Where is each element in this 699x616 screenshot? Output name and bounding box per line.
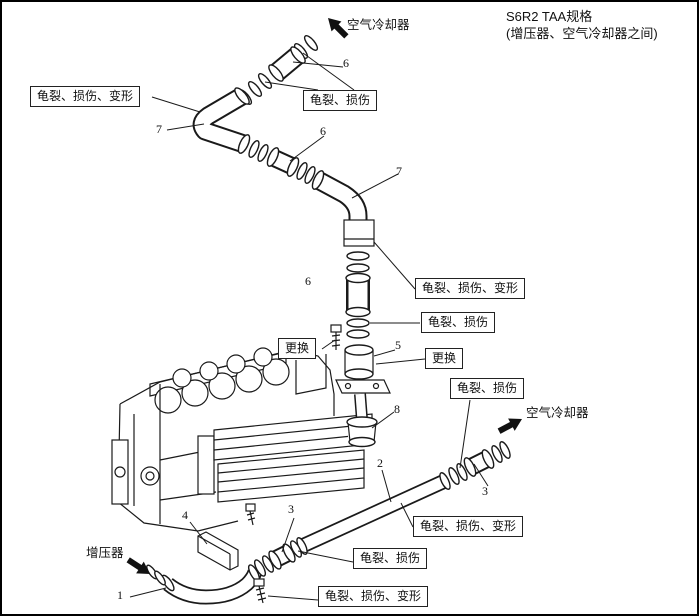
label-turbocharger: 增压器 (86, 546, 124, 560)
part-number-6a: 6 (343, 56, 349, 70)
piping (163, 46, 494, 605)
page-title-line2: (增压器、空气冷却器之间) (506, 26, 658, 41)
callout-crack-damage-3: 龟裂、损伤 (450, 378, 525, 399)
callout-crack-damage-2: 龟裂、损伤 (421, 312, 496, 333)
callout-crack-damage-1: 龟裂、损伤 (303, 90, 378, 111)
callout-crack-damage-deform-2: 龟裂、损伤、变形 (415, 278, 526, 299)
part-number-5: 5 (395, 338, 401, 352)
leader-lines (129, 52, 489, 601)
part-number-3b: 3 (288, 502, 294, 516)
label-air-cooler-top: 空气冷却器 (347, 18, 410, 32)
bolt-icon-intercooler (245, 503, 256, 526)
part-number-1: 1 (117, 588, 123, 602)
engine-block (111, 347, 335, 532)
arrow-down-right-icon (126, 557, 150, 574)
part-number-4: 4 (182, 508, 188, 522)
callout-crack-damage-deform-1: 龟裂、损伤、变形 (30, 86, 141, 107)
page-title: S6R2 TAA规格 (增压器、空气冷却器之间) (506, 8, 658, 42)
arrow-up-right-icon (497, 418, 522, 434)
part-number-7a: 7 (156, 122, 162, 136)
intercooler-core (197, 413, 373, 503)
callout-replace-1: 更换 (278, 338, 317, 359)
page-title-line1: S6R2 TAA规格 (506, 9, 593, 24)
bolt-icon-replace-top (330, 324, 342, 350)
callout-crack-damage-deform-3: 龟裂、损伤、变形 (413, 516, 524, 537)
arrow-up-left-icon (328, 18, 349, 39)
hose-clamps (146, 35, 511, 592)
part-number-3a: 3 (482, 484, 488, 498)
part-number-7b: 7 (396, 164, 402, 178)
part-number-8: 8 (394, 402, 400, 416)
callout-crack-damage-4: 龟裂、损伤 (353, 548, 428, 569)
flow-arrows (126, 18, 522, 574)
callout-replace-2: 更换 (425, 348, 464, 369)
label-air-cooler-right: 空气冷却器 (526, 406, 589, 420)
part-number-6c: 6 (305, 274, 311, 288)
part-number-6b: 6 (320, 124, 326, 138)
part-number-2: 2 (377, 456, 383, 470)
callout-crack-damage-deform-4: 龟裂、损伤、变形 (318, 586, 429, 607)
bolt-icon-bottom (253, 578, 267, 604)
mounting-bracket (197, 531, 239, 571)
